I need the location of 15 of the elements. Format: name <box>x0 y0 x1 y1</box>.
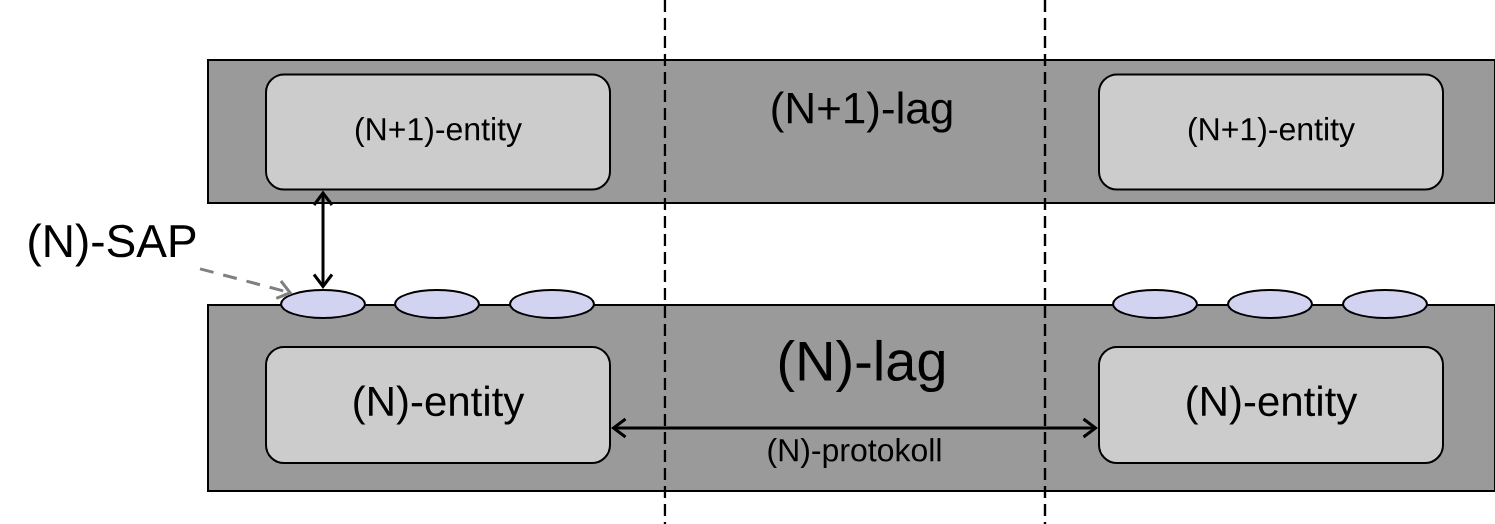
entity-box: (N)-entity <box>265 346 611 464</box>
edge-label: (N)-protokoll <box>764 436 945 470</box>
arrow <box>312 190 334 289</box>
entity-box: (N)-entity <box>1098 346 1444 464</box>
leader-line <box>199 267 293 300</box>
access-point-ellipse <box>1342 289 1428 319</box>
entity-box: (N+1)-entity <box>265 73 611 191</box>
entity-box: (N+1)-entity <box>1098 73 1444 191</box>
access-point-ellipse <box>394 289 480 319</box>
access-point-ellipse <box>1227 289 1313 319</box>
access-point-ellipse <box>509 289 595 319</box>
arrow <box>611 417 1098 439</box>
access-point-ellipse <box>1112 289 1198 319</box>
access-point-ellipse <box>280 289 366 319</box>
callout-text: (N)-SAP <box>29 223 196 267</box>
